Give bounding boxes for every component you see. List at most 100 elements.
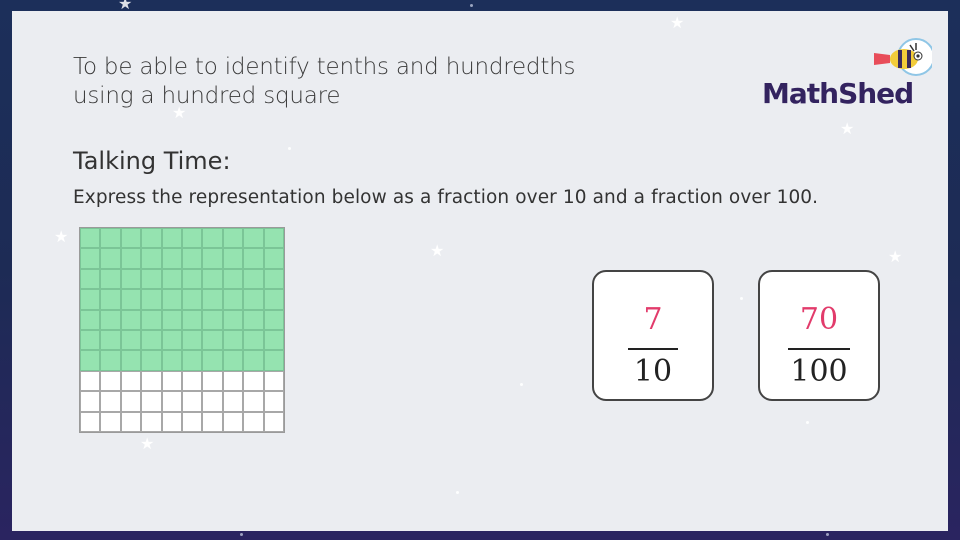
fraction-card-tenths: 7 10 xyxy=(592,270,714,401)
shaded-square xyxy=(141,350,162,371)
shaded-square xyxy=(202,329,223,351)
shaded-square xyxy=(120,309,142,330)
unshaded-square xyxy=(222,411,244,432)
shaded-square xyxy=(161,309,182,330)
shaded-square xyxy=(222,289,244,310)
unshaded-square xyxy=(181,370,203,392)
star-icon: ★ xyxy=(888,247,903,266)
objective-line-2: using a hundred square xyxy=(73,83,341,109)
unshaded-square xyxy=(161,391,182,412)
star-icon: ★ xyxy=(172,103,187,122)
shaded-square xyxy=(263,248,284,269)
unshaded-square xyxy=(141,370,162,392)
shaded-square xyxy=(222,248,244,269)
shaded-square xyxy=(120,248,142,269)
shaded-square xyxy=(202,228,223,249)
unshaded-square xyxy=(120,411,142,432)
unshaded-square xyxy=(161,411,182,432)
objective-line-1: To be able to identify tenths and hundre… xyxy=(73,54,576,80)
shaded-square xyxy=(100,329,121,351)
shaded-square xyxy=(181,228,203,249)
shaded-square xyxy=(80,248,101,269)
unshaded-square xyxy=(141,391,162,412)
star-icon: ★ xyxy=(670,13,685,32)
unshaded-square xyxy=(120,391,142,412)
unshaded-square xyxy=(120,370,142,392)
shaded-square xyxy=(222,309,244,330)
shaded-square xyxy=(202,289,223,310)
shaded-square xyxy=(222,228,244,249)
shaded-square xyxy=(243,268,264,290)
shaded-square xyxy=(100,289,121,310)
fraction-numerator: 7 xyxy=(643,302,663,337)
shaded-square xyxy=(202,268,223,290)
shaded-square xyxy=(243,309,264,330)
unshaded-square xyxy=(181,391,203,412)
shaded-square xyxy=(80,289,101,310)
logo-text: MathShed xyxy=(762,77,914,110)
shaded-square xyxy=(80,329,101,351)
shaded-square xyxy=(100,268,121,290)
star-dot xyxy=(826,533,829,536)
unshaded-square xyxy=(100,391,121,412)
shaded-square xyxy=(222,268,244,290)
shaded-square xyxy=(181,248,203,269)
star-dot xyxy=(288,147,291,150)
fraction-bar xyxy=(788,348,850,350)
fraction-card-hundredths: 70 100 xyxy=(758,270,880,401)
unshaded-square xyxy=(263,411,284,432)
shaded-square xyxy=(161,329,182,351)
shaded-square xyxy=(120,289,142,310)
shaded-square xyxy=(141,248,162,269)
fraction-numerator: 70 xyxy=(799,302,839,337)
unshaded-square xyxy=(80,391,101,412)
fraction-bar xyxy=(628,348,678,350)
unshaded-square xyxy=(181,411,203,432)
shaded-square xyxy=(120,350,142,371)
shaded-square xyxy=(120,228,142,249)
star-dot xyxy=(806,421,809,424)
shaded-square xyxy=(263,329,284,351)
shaded-square xyxy=(263,268,284,290)
shaded-square xyxy=(141,289,162,310)
shaded-square xyxy=(141,268,162,290)
star-icon: ★ xyxy=(840,119,855,138)
shaded-square xyxy=(263,350,284,371)
star-icon: ★ xyxy=(54,227,69,246)
fraction-denominator: 100 xyxy=(790,354,848,389)
unshaded-square xyxy=(222,391,244,412)
unshaded-square xyxy=(243,391,264,412)
shaded-square xyxy=(100,309,121,330)
unshaded-square xyxy=(80,370,101,392)
shaded-square xyxy=(161,289,182,310)
shaded-square xyxy=(222,329,244,351)
slide-panel: ★ ★ ★ ★ ★ ★ ★ To be able to identify ten… xyxy=(12,11,948,531)
shaded-square xyxy=(161,228,182,249)
shaded-square xyxy=(120,329,142,351)
unshaded-square xyxy=(243,411,264,432)
shaded-square xyxy=(80,268,101,290)
shaded-square xyxy=(202,350,223,371)
star-dot xyxy=(240,533,243,536)
unshaded-square xyxy=(263,391,284,412)
shaded-square xyxy=(181,289,203,310)
learning-objective: To be able to identify tenths and hundre… xyxy=(73,53,633,111)
shaded-square xyxy=(80,228,101,249)
fraction-denominator: 10 xyxy=(633,354,673,389)
shaded-square xyxy=(80,309,101,330)
shaded-square xyxy=(243,329,264,351)
unshaded-square xyxy=(243,370,264,392)
star-icon: ★ xyxy=(118,0,133,13)
shaded-square xyxy=(181,329,203,351)
unshaded-square xyxy=(100,411,121,432)
shaded-square xyxy=(161,268,182,290)
star-dot xyxy=(520,383,523,386)
shaded-square xyxy=(141,329,162,351)
shaded-square xyxy=(243,289,264,310)
unshaded-square xyxy=(222,370,244,392)
shaded-square xyxy=(222,350,244,371)
shaded-square xyxy=(263,289,284,310)
shaded-square xyxy=(243,350,264,371)
shaded-square xyxy=(141,309,162,330)
shaded-square xyxy=(120,268,142,290)
